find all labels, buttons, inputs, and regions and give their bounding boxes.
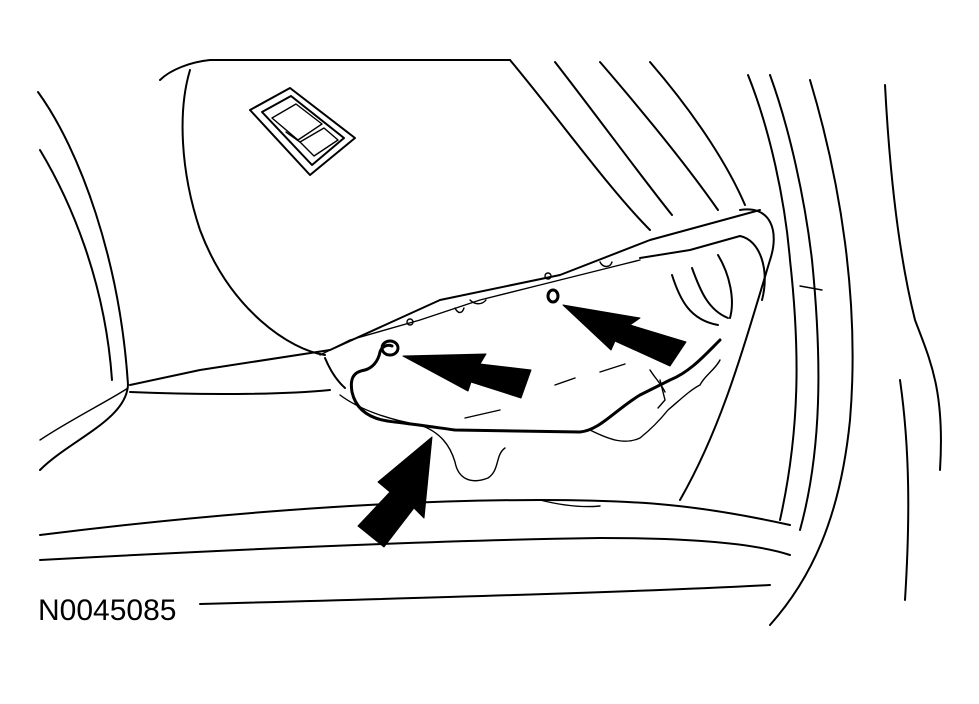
floor-sill <box>39 499 791 605</box>
rear-seal-region <box>639 235 741 326</box>
trim-panel-edge <box>129 209 761 396</box>
figure-id-label: N0045085 <box>38 594 177 627</box>
switch-module <box>249 87 356 176</box>
arrow-to-pad-edge <box>357 436 433 548</box>
arrow-to-left-hole <box>402 353 532 399</box>
callout-arrows <box>357 304 687 548</box>
left-door-frame <box>37 91 129 471</box>
upper-trim-panel <box>159 59 746 356</box>
arrow-to-upper-hole <box>562 304 687 367</box>
insulation-pad <box>339 288 722 482</box>
right-pillar <box>679 74 942 626</box>
